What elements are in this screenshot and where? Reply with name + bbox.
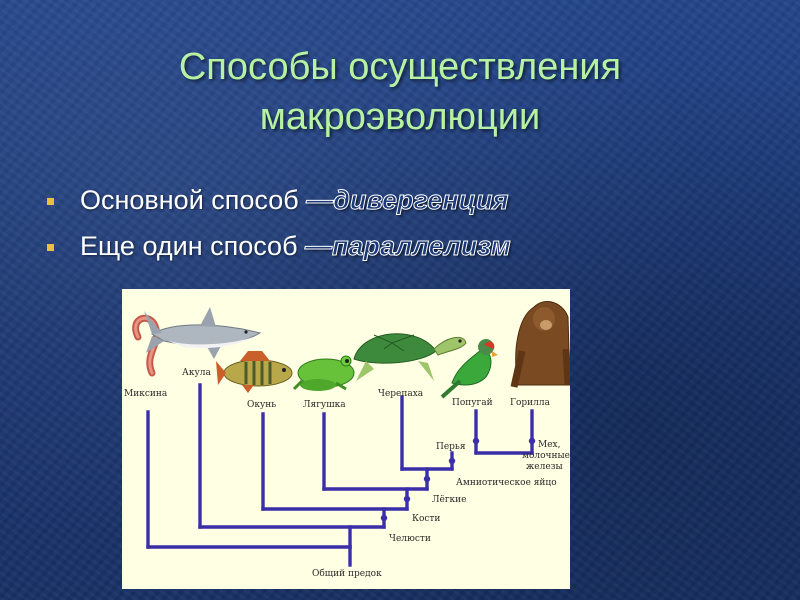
taxon-label-shark: Акула	[182, 368, 211, 378]
taxon-label-frog: Лягушка	[303, 400, 346, 410]
trait-label-fur: Мех, молочные железы	[522, 440, 570, 472]
bullet-text: Основной способ	[80, 185, 307, 215]
taxon-label-hagfish: Миксина	[124, 389, 168, 399]
phylogeny-svg: Миксина Акула Окунь Лягушка Черепаха Поп…	[124, 301, 570, 579]
bullet-list: Основной способ —дивергенция Еще один сп…	[44, 180, 511, 272]
taxon-label-perch: Окунь	[247, 400, 276, 410]
taxon-label-gorilla: Горилла	[510, 398, 551, 408]
bullet-dash: —	[305, 231, 333, 262]
trait-markers	[380, 437, 536, 522]
bullet-term: параллелизм	[332, 231, 512, 262]
trait-label-fur-line-3: железы	[526, 462, 563, 472]
frog-icon	[292, 355, 355, 391]
slide-title: Способы осуществления макроэволюции	[0, 42, 800, 142]
trait-marker-amniote	[448, 457, 456, 465]
bullet-dash: —	[306, 185, 334, 216]
slide-title-line-2: макроэволюции	[259, 96, 541, 138]
phylogeny-diagram: Миксина Акула Окунь Лягушка Черепаха Поп…	[122, 289, 570, 589]
parrot-icon	[440, 339, 498, 399]
trait-label-lungs: Лёгкие	[432, 495, 467, 505]
bullet-term: дивергенция	[333, 185, 509, 216]
slide-title-line-1: Способы осуществления	[178, 46, 622, 88]
bullet-text: Еще один способ	[80, 231, 306, 261]
trait-marker-jaws	[380, 514, 388, 522]
root-label: Общий предок	[312, 568, 382, 579]
trait-marker-bones	[403, 495, 411, 503]
taxon-label-turtle: Черепаха	[378, 389, 424, 399]
trait-label-amniotic-egg: Амниотическое яйцо	[456, 478, 557, 488]
taxon-label-parrot: Попугай	[452, 398, 493, 408]
shark-icon	[144, 307, 262, 359]
perch-icon	[216, 351, 293, 393]
trait-marker-lungs	[423, 475, 431, 483]
bullet-item-parallelism: Еще один способ —параллелизм	[44, 226, 511, 272]
trait-label-bones: Кости	[412, 514, 440, 524]
tree-lines	[146, 383, 534, 567]
trait-label-jaws: Челюсти	[389, 534, 431, 544]
gorilla-icon	[510, 301, 570, 388]
trait-label-fur-line-2: молочные	[522, 451, 570, 461]
turtle-icon	[353, 333, 467, 381]
trait-marker-fur	[528, 437, 536, 445]
trait-marker-feathers	[472, 437, 480, 445]
trait-label-fur-line-1: Мех,	[538, 440, 560, 450]
bullet-item-divergence: Основной способ —дивергенция	[44, 180, 511, 226]
bullet-square-icon	[47, 244, 54, 251]
bullet-square-icon	[47, 198, 54, 205]
trait-label-feathers: Перья	[436, 442, 466, 452]
